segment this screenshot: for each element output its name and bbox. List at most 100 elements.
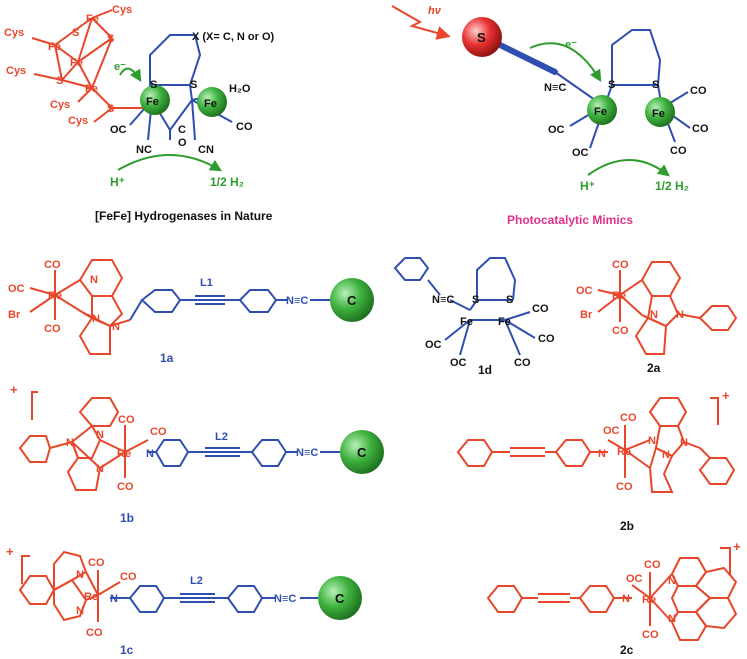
oc-label: OC (626, 573, 643, 585)
fe-atom: Fe (594, 106, 607, 118)
oc-label: OC (450, 357, 467, 369)
co-label: CO (616, 481, 633, 493)
fe-sphere (645, 97, 675, 127)
catalyst-sphere (330, 278, 374, 322)
proton-label: H⁺ (580, 179, 595, 193)
compound-1a: CO OC Br Re CO N N N L1 N≡C C 1a (8, 259, 374, 365)
re-label: Re (117, 448, 131, 460)
s-atom: S (107, 33, 114, 45)
nc-label: N≡C (286, 295, 308, 307)
cys-label-5: Cys (68, 115, 88, 127)
fe-sphere (587, 95, 617, 125)
catalyst-label: C (335, 591, 345, 606)
fe-atom: Fe (498, 316, 511, 328)
co-label: CO (150, 426, 167, 438)
co-label: CO (118, 414, 135, 426)
compound-2a-bonds (597, 261, 738, 355)
compound-2b: + OC CO N Re CO N N N 2b (456, 388, 736, 533)
compound-1d-labels: N≡C S S Fe Fe OC OC CO CO CO 1d (425, 294, 555, 377)
charge-plus: + (722, 388, 730, 403)
fe-atom: Fe (460, 316, 473, 328)
br-label: Br (8, 309, 21, 321)
cys-label-3: Cys (6, 65, 26, 77)
nc-label: NC (136, 144, 152, 156)
hv-label: hν (428, 5, 442, 17)
fe-atom: Fe (146, 96, 159, 108)
co-label: CO (692, 123, 709, 135)
n-label: N (90, 274, 98, 286)
proton-reduction-arrow (587, 159, 670, 177)
catalyst-sphere (318, 576, 362, 620)
charge-plus: + (10, 382, 18, 397)
fe-atom: Fe (204, 98, 217, 110)
fe-atom: Fe (652, 108, 665, 120)
co-label: CO (644, 559, 661, 571)
compound-1c: + CO CO Re CO N N N L2 N≡C C 1c (6, 544, 362, 657)
compound-2c: + OC CO N Re CO N N 2c (486, 539, 741, 657)
compound-2b-label: 2b (620, 519, 634, 533)
compound-2a-labels: CO OC Br Re CO N N 2a (576, 259, 684, 375)
charge-plus: + (733, 539, 741, 554)
co-label: CO (44, 259, 61, 271)
re-label: Re (48, 290, 62, 302)
h2-label: 1/2 H₂ (210, 175, 244, 189)
mimic-bonds (569, 29, 691, 149)
charge-plus: + (6, 544, 14, 559)
fe-atom: Fe (85, 83, 98, 95)
compound-2c-label: 2c (620, 643, 634, 657)
mimics-caption: Photocatalytic Mimics (507, 213, 633, 227)
co-label: CO (120, 571, 137, 583)
linker-l2-bonds (110, 585, 318, 613)
x-atom-note: X (X= C, N or O) (192, 31, 275, 43)
re-label: Re (84, 591, 98, 603)
oc-label: OC (110, 124, 127, 136)
co-label: CO (612, 325, 629, 337)
water-label: H₂O (229, 83, 251, 95)
linker-l1-bonds (129, 289, 330, 321)
compound-2c-bonds (486, 547, 738, 641)
compound-1a-label: 1a (160, 351, 174, 365)
re-label: Re (617, 446, 631, 458)
catalyst-label: C (347, 293, 357, 308)
compound-2b-labels: + OC CO N Re CO N N N 2b (598, 388, 730, 533)
s-atom: S (56, 75, 63, 87)
br-label: Br (580, 309, 593, 321)
compound-2a-label: 2a (647, 361, 661, 375)
nature-caption: [FeFe] Hydrogenases in Nature (95, 209, 273, 223)
co-label: CO (690, 85, 707, 97)
nc-label: N≡C (296, 447, 318, 459)
proton-reduction-arrow (117, 154, 223, 172)
n-label: N (76, 605, 84, 617)
co-label: CO (612, 259, 629, 271)
c-label: C (178, 124, 186, 136)
fe-atom: Fe (70, 57, 83, 69)
compound-1b: + CO CO Re CO N N N N L2 N≡C C 1b (10, 382, 384, 525)
s-atom: S (506, 294, 513, 306)
co-label: CO (88, 557, 105, 569)
s-atom: S (608, 79, 615, 91)
compound-1a-labels: CO OC Br Re CO N N N L1 N≡C C 1a (8, 259, 357, 365)
n-label: N (146, 448, 154, 460)
fe-sphere (197, 87, 227, 117)
linker-l2-label: L2 (215, 431, 228, 443)
linker-l2-label: L2 (190, 575, 203, 587)
fe4s4-atom-labels: Cys Cys Cys Cys Cys Fe Fe Fe Fe S S S S (4, 4, 132, 127)
co-label: CO (538, 333, 555, 345)
catalyst-sphere (340, 430, 384, 474)
compound-1d: N≡C S S Fe Fe OC OC CO CO CO 1d (393, 257, 555, 377)
n-label: N (680, 437, 688, 449)
compound-2c-labels: + OC CO N Re CO N N 2c (620, 539, 741, 657)
compound-1c-labels: + CO CO Re CO N N N L2 N≡C C 1c (6, 544, 345, 657)
n-label: N (676, 309, 684, 321)
compound-1b-bonds (18, 391, 149, 491)
oc-label: OC (576, 285, 593, 297)
h2-label: 1/2 H₂ (655, 179, 689, 193)
linker-l2-bonds (148, 439, 340, 467)
n-label: N (662, 449, 670, 461)
co-label: CO (670, 145, 687, 157)
compound-1d-bonds (393, 257, 536, 356)
n-label: N (598, 448, 606, 460)
proton-label: H⁺ (110, 175, 125, 189)
nc-label: N≡C (432, 294, 454, 306)
